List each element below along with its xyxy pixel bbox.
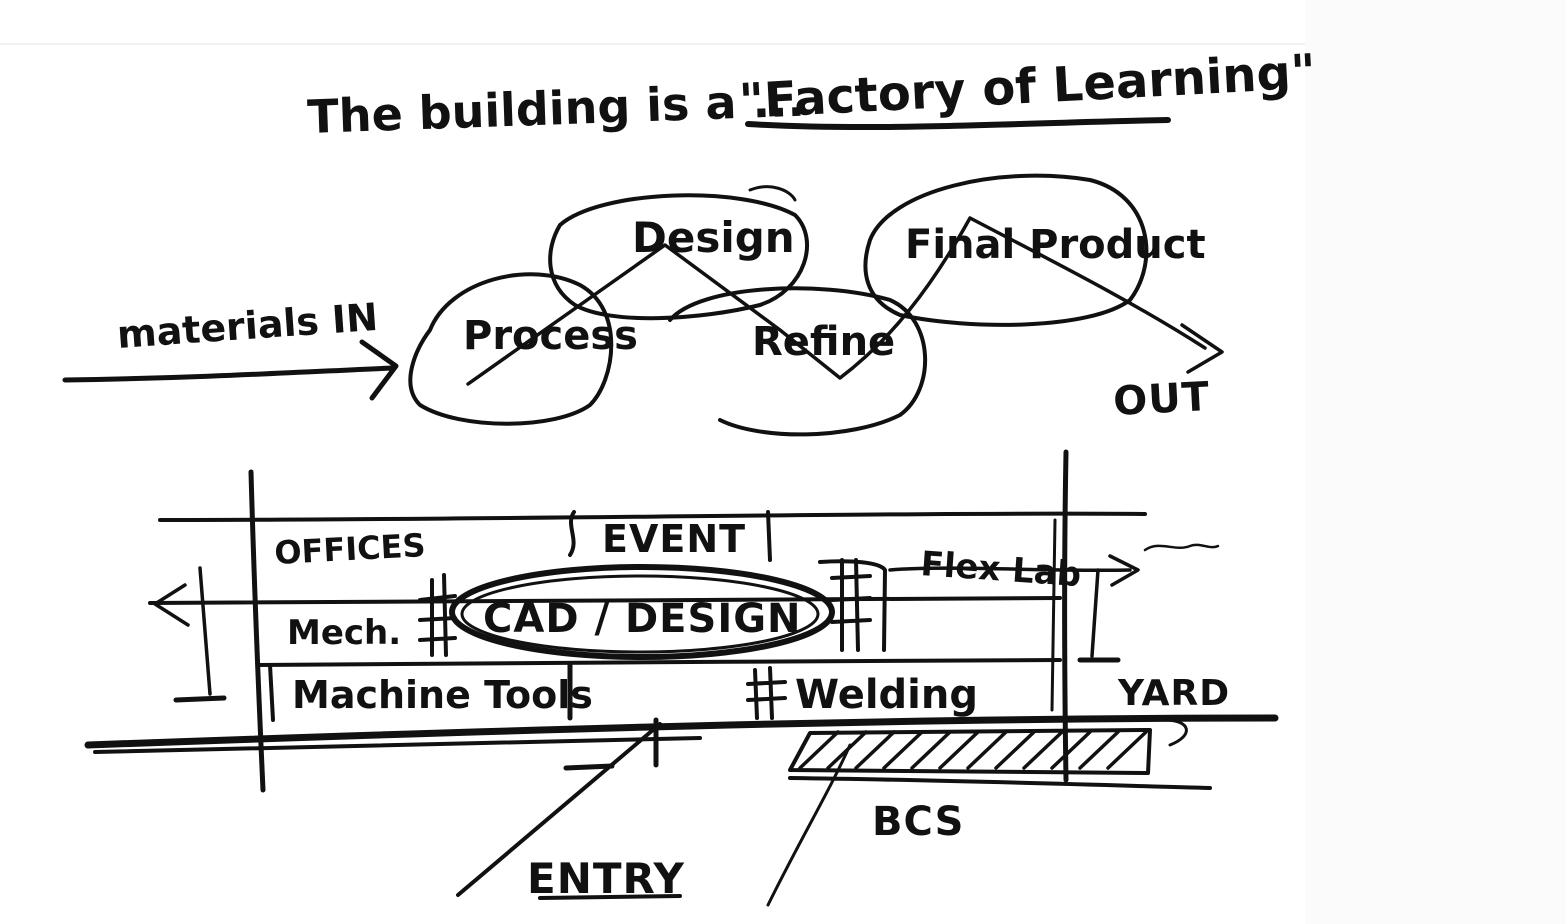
room-offices-label: OFFICES [273,526,426,572]
mezzanine-outline [818,559,887,652]
title-emphasis: "Factory of Learning" [738,44,1317,130]
left-dimension-line [198,566,212,696]
scribble-mark [1143,543,1220,552]
refine-bubble [668,286,928,437]
stage-process-label: Process [463,313,638,359]
title-prefix: The building is a ... [306,73,805,144]
out-label: OUT [1112,374,1211,425]
entry-marker-base [563,763,615,771]
right-dimension-line [1090,568,1100,658]
stair-right [830,558,872,652]
input-arrow-head [359,339,399,401]
stage-design-label: Design [632,213,795,262]
paper-edge [1305,0,1566,924]
input-arrow-shaft [62,365,395,383]
stair-welding [746,666,787,720]
first-floor-line [256,658,1062,667]
right-arrow-head [1108,554,1140,587]
output-arrow-head [1180,323,1224,374]
room-flex-lab-label: Flex Lab [919,544,1082,595]
second-floor-line [148,596,1062,605]
design-bubble-accent [748,185,797,202]
left-dimension-base [173,695,227,703]
right-wall-inner-line [1050,518,1057,712]
title-underline [745,117,1171,131]
process-bubble [408,272,614,426]
ground-line [84,714,1279,749]
bcs-hatch-zone [788,728,1212,790]
left-arrow-head [153,583,190,627]
cad-design-oval-inner [460,574,820,654]
materials-in-label: materials IN [116,295,380,357]
event-left-partition [568,510,576,557]
design-bubble [548,193,810,321]
yard-curve [1163,718,1188,747]
room-mech-label: Mech. [287,613,401,653]
final-product-bubble [863,173,1149,327]
ground-line-2 [93,736,702,754]
room-welding-label: Welding [795,672,978,718]
stair-left [418,573,457,657]
room-cad-design-label: CAD / DESIGN [483,596,802,642]
bcs-hatch-lines [798,730,1148,770]
room-yard-label: YARD [1117,673,1230,714]
bcs-label: BCS [872,799,964,845]
roof-line [158,511,1147,522]
flow-path [466,216,1207,386]
cad-design-oval [449,564,835,660]
event-right-partition [766,510,772,562]
room-event-label: EVENT [602,517,746,561]
entry-leader-line [456,722,662,897]
machine-tools-left-wall [268,663,275,722]
entry-underline [538,894,682,900]
bcs-lower-line [788,776,1212,790]
bcs-hatch-outline [788,728,1152,775]
room-machine-tools-label: Machine Tools [292,673,593,717]
bcs-leader-line [766,743,852,907]
